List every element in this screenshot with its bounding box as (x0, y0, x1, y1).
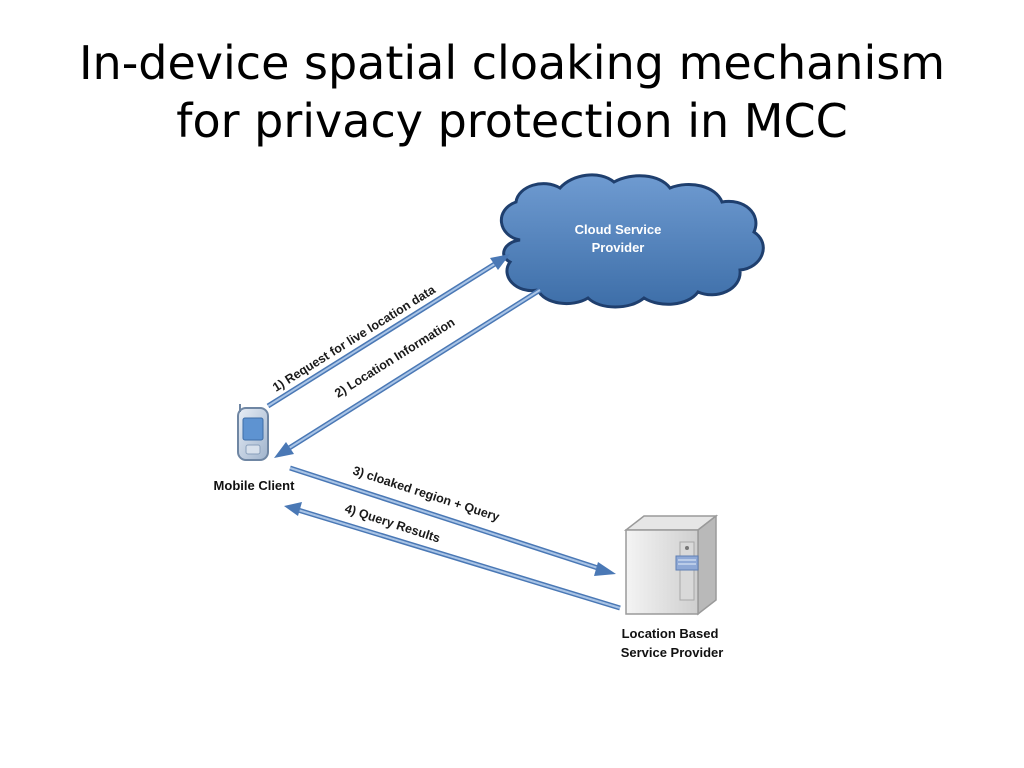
title-line-2: for privacy protection in MCC (176, 94, 848, 148)
server-icon (623, 514, 719, 616)
slide-title: In-device spatial cloaking mechanism for… (0, 34, 1024, 150)
title-line-1: In-device spatial cloaking mechanism (78, 36, 946, 90)
cloud-label-line-2: Provider (592, 240, 645, 255)
cloud-icon (499, 173, 765, 309)
cloud-label-line-1: Cloud Service (575, 222, 662, 237)
mobile-client: Mobile Client (214, 404, 296, 493)
mobile-client-label: Mobile Client (214, 478, 296, 493)
arrow-location-information: 2) Location Information (274, 287, 542, 458)
server-label-line-1: Location Based (622, 626, 719, 641)
location-based-service-provider: Location Based Service Provider (621, 514, 724, 660)
mobile-phone-icon (237, 404, 269, 461)
arrow-query-results: 4) Query Results (284, 502, 621, 611)
server-label-line-2: Service Provider (621, 645, 724, 660)
cloud-service-provider: Cloud Service Provider (499, 173, 765, 309)
